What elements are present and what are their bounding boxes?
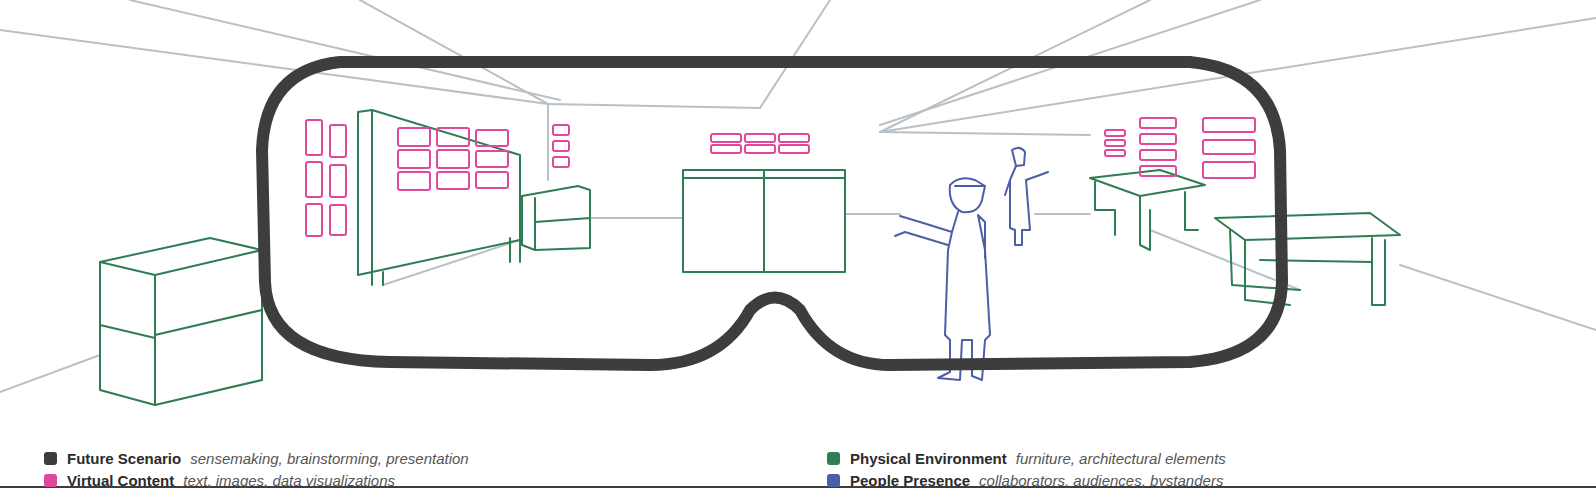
legend-key: People Presence [850,472,970,488]
legend-row: Physical Environment furniture, architect… [827,450,1226,467]
headset-goggles [262,62,1282,365]
legend-key: Physical Environment [850,450,1007,467]
legend-swatch [44,452,57,465]
legend-row: Virtual Content text, images, data visual… [44,472,395,488]
legend-description: text, images, data visualizations [183,472,395,488]
legend-description: sensemaking, brainstorming, presentation [190,450,468,467]
legend-description: collaborators, audiences, bystanders [979,472,1223,488]
legend-row: People Presence collaborators, audiences,… [827,472,1223,488]
room-lines [0,0,1596,392]
legend-row: Future Scenario sensemaking, brainstormin… [44,450,469,467]
people [895,148,1048,380]
virtual-content [306,118,1255,236]
legend-swatch [44,474,57,487]
legend-key: Virtual Content [67,472,174,488]
legend-swatch [827,452,840,465]
legend-swatch [827,474,840,487]
legend-description: furniture, architectural elements [1016,450,1226,467]
legend-key: Future Scenario [67,450,181,467]
